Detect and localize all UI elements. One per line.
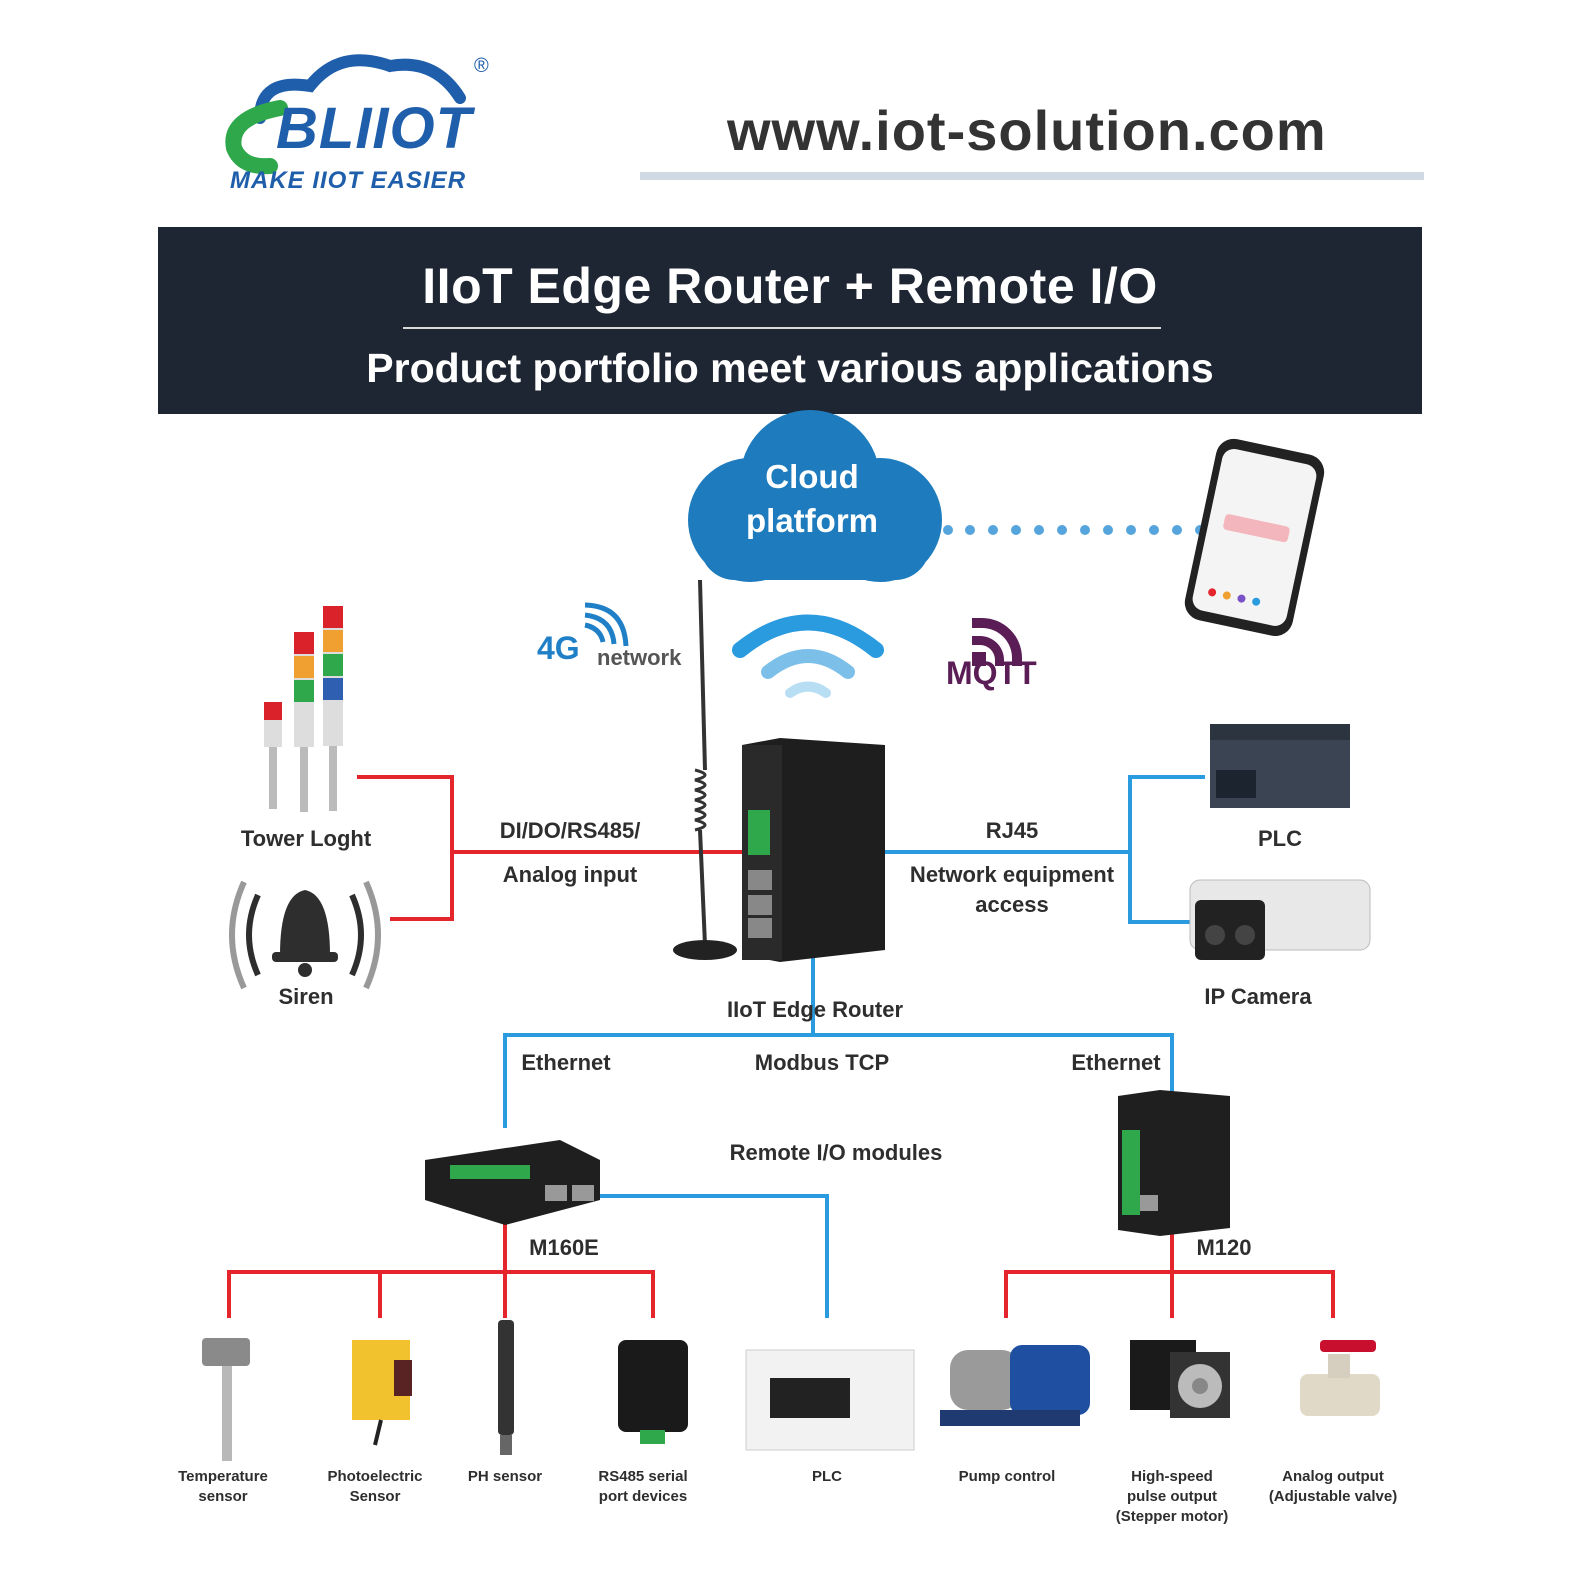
url-underline: [640, 172, 1424, 180]
io-label-line2: Analog input: [502, 862, 638, 887]
mqtt-label: MQTT: [946, 655, 1037, 691]
ethernet-left-label: Ethernet: [521, 1050, 611, 1075]
antenna-icon: [673, 579, 737, 960]
website-url[interactable]: www.iot-solution.com: [727, 99, 1327, 162]
logo-cloud-icon: [225, 54, 466, 175]
router-label: IIoT Edge Router: [727, 997, 903, 1022]
tower-light-icon: [264, 606, 343, 812]
valve-label: Analog output (Adjustable valve): [1268, 1468, 1398, 1505]
smartphone-icon: [1184, 438, 1325, 637]
rs485-device-icon: [618, 1340, 688, 1444]
plc-bottom-label: PLC: [812, 1468, 842, 1485]
banner-divider: [403, 327, 1161, 329]
pump-control-label: Pump control: [958, 1468, 1056, 1485]
stepper-motor-icon: [1130, 1340, 1230, 1418]
cloud-platform-label: Cloud platform: [746, 458, 878, 539]
tower-light-label: Tower Loght: [240, 826, 372, 851]
photoelectric-sensor-icon: [352, 1340, 412, 1446]
logo-name: BLIIOT: [276, 96, 473, 161]
plc-device-icon: [1210, 724, 1350, 808]
4g-signal-icon: [584, 602, 629, 647]
remote-io-label: Remote I/O modules: [729, 1140, 943, 1165]
siren-label: Siren: [278, 984, 334, 1009]
modbus-tcp-label: Modbus TCP: [754, 1050, 890, 1075]
access-label: access: [975, 892, 1049, 917]
rj45-label: RJ45: [985, 818, 1039, 843]
banner-title: IIoT Edge Router + Remote I/O: [422, 258, 1158, 314]
siren-bell-icon: [229, 880, 381, 990]
plc-bottom-icon: [745, 1349, 915, 1451]
dotted-link: [943, 525, 1205, 535]
m120-label: M120: [1196, 1235, 1252, 1260]
ph-sensor-label: PH sensor: [467, 1468, 543, 1485]
registered-mark: ®: [474, 55, 489, 77]
right-rj45-wires: [885, 775, 1205, 924]
m160e-module-icon: [425, 1140, 600, 1225]
pump-icon: [940, 1345, 1090, 1426]
ip-camera-label: IP Camera: [1204, 984, 1312, 1009]
title-banner: IIoT Edge Router + Remote I/O Product po…: [158, 227, 1422, 414]
stepper-motor-label: High-speed pulse output (Stepper motor): [1115, 1468, 1229, 1525]
edge-router-device: [742, 738, 885, 962]
ethernet-right-label: Ethernet: [1071, 1050, 1161, 1075]
ph-sensor-icon: [498, 1320, 514, 1455]
rs485-device-label: RS485 serial port devices: [598, 1468, 688, 1505]
io-label-line1: DI/DO/RS485/: [499, 818, 641, 843]
ip-camera-icon: [1189, 879, 1371, 960]
network-label: network: [597, 645, 682, 670]
temperature-sensor-label: Temperature sensor: [178, 1468, 268, 1505]
m160e-label: M160E: [529, 1235, 599, 1260]
4g-label: 4G: [537, 630, 580, 666]
bottom-io-wires: [227, 1218, 1335, 1318]
plc-label: PLC: [1258, 826, 1302, 851]
wifi-icon: [732, 614, 884, 698]
ethernet-bus: [503, 955, 1174, 1318]
network-equipment-label: Network equipment: [909, 862, 1115, 887]
banner-subtitle: Product portfolio meet various applicati…: [366, 345, 1214, 391]
mqtt-icon: [972, 618, 1022, 666]
logo-tagline: MAKE IIOT EASIER: [230, 167, 467, 194]
m120-module-icon: [1118, 1090, 1230, 1236]
left-io-wires: [357, 775, 750, 921]
photoelectric-sensor-label: Photoelectric Sensor: [327, 1468, 423, 1505]
temperature-sensor-icon: [202, 1338, 250, 1461]
cloud-icon: [688, 410, 942, 582]
valve-icon: [1300, 1340, 1380, 1416]
